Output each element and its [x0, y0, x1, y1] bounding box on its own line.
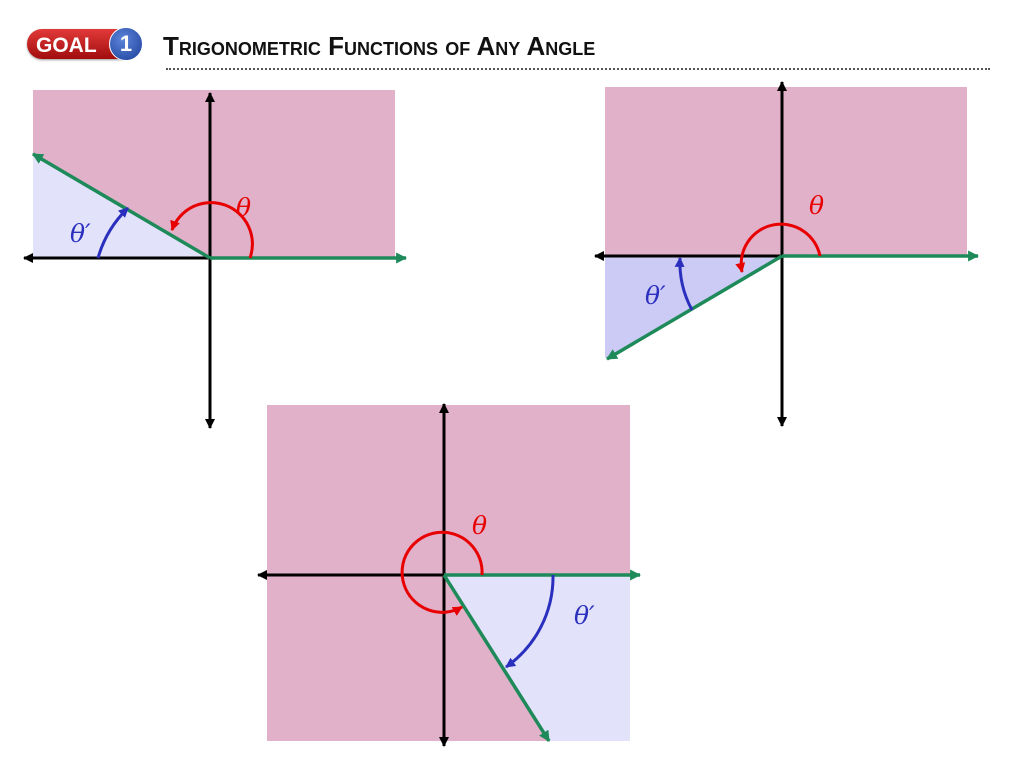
terminal-side: [32, 152, 211, 260]
theta-label: θ: [809, 191, 824, 220]
reference-angle-label: θ′: [70, 219, 91, 248]
diagram-quadrant-ii: θ θ′: [23, 90, 408, 429]
diagram-quadrant-iv: θ θ′: [257, 403, 642, 747]
page-title: Trigonometric Functions of Any Angle: [163, 31, 596, 61]
theta-label: θ: [236, 193, 251, 222]
shaded-region: [605, 87, 967, 256]
theta-arc: [170, 201, 254, 259]
terminal-side: [442, 574, 551, 742]
theta-arc: [735, 222, 822, 273]
reference-angle-arc: [96, 206, 130, 259]
slide-header: GOAL 1 Trigonometric Functions of Any An…: [0, 0, 1024, 80]
title-divider: [166, 68, 990, 70]
theta-arc: [400, 530, 484, 616]
reference-angle-region: [444, 575, 630, 741]
theta-label: θ: [472, 511, 487, 540]
reference-angle-label: θ′: [574, 601, 595, 630]
diagram-quadrant-iii: θ θ′: [594, 81, 980, 427]
goal-label: GOAL: [36, 34, 97, 57]
reference-angle-arc: [674, 257, 694, 311]
goal-number-circle: 1: [109, 27, 143, 61]
reference-angle-arc: [505, 574, 555, 669]
goal-badge: GOAL 1: [27, 27, 143, 61]
reference-angle-label: θ′: [645, 281, 666, 310]
terminal-side: [606, 254, 783, 361]
